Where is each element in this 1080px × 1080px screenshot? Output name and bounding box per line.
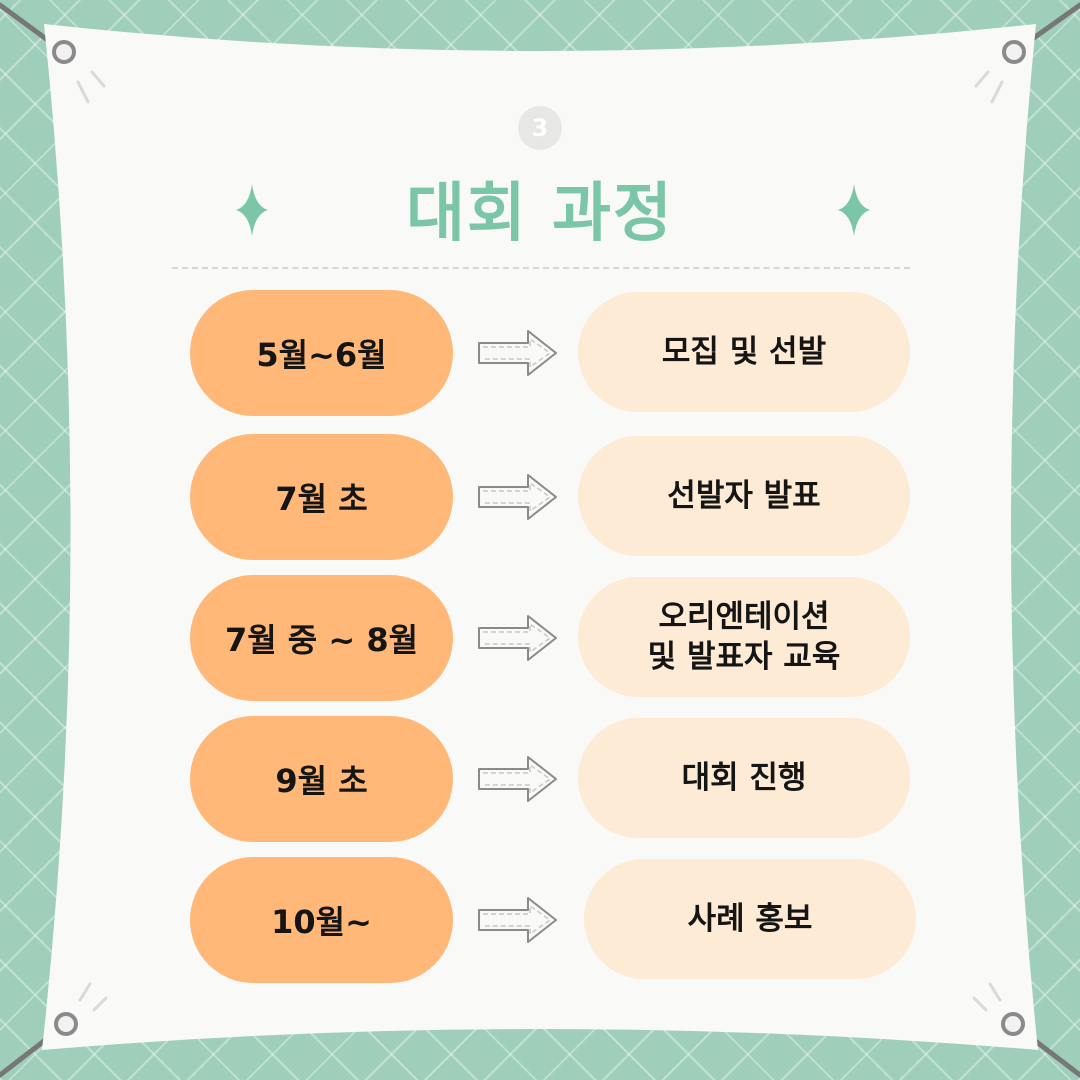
description-pill: 대회 진행 xyxy=(578,718,910,838)
page-title: 대회 과정 xyxy=(406,177,674,251)
sparkle-left-icon xyxy=(236,184,268,236)
step-number-badge: 3 xyxy=(518,106,562,150)
description-text: 대회 진행 xyxy=(681,760,807,796)
schedule-row: 5월~6월 모집 및 선발 xyxy=(0,290,1080,420)
description-text: 모집 및 선발 xyxy=(661,334,827,370)
right-arrow-icon xyxy=(478,897,557,943)
right-arrow-icon xyxy=(478,330,557,376)
sparkle-right-icon xyxy=(838,184,870,236)
description-text: 선발자 발표 xyxy=(667,478,821,514)
date-pill: 9월 초 xyxy=(190,716,453,842)
date-pill: 7월 중 ~ 8월 xyxy=(190,575,453,701)
description-text: 사례 홍보 xyxy=(687,901,813,937)
description-pill: 사례 홍보 xyxy=(584,859,916,979)
description-pill: 모집 및 선발 xyxy=(578,292,910,412)
description-pill: 오리엔테이션 및 발표자 교육 xyxy=(578,577,910,697)
corner-tick-marks xyxy=(76,70,1004,1012)
description-text: 오리엔테이션 xyxy=(658,599,830,635)
date-pill: 5월~6월 xyxy=(190,290,453,416)
schedule-row: 10월~ 사례 홍보 xyxy=(0,857,1080,987)
right-arrow-icon xyxy=(478,615,557,661)
date-pill: 7월 초 xyxy=(190,434,453,560)
right-arrow-icon xyxy=(478,474,557,520)
schedule-row: 9월 초 대회 진행 xyxy=(0,716,1080,846)
schedule-row: 7월 중 ~ 8월 오리엔테이션 및 발표자 교육 xyxy=(0,575,1080,705)
description-text: 및 발표자 교육 xyxy=(647,639,841,675)
grommet-icon xyxy=(52,40,1026,1036)
description-pill: 선발자 발표 xyxy=(578,436,910,556)
right-arrow-icon xyxy=(478,756,557,802)
title-divider xyxy=(172,267,910,269)
schedule-row: 7월 초 선발자 발표 xyxy=(0,434,1080,564)
date-pill: 10월~ xyxy=(190,857,453,983)
